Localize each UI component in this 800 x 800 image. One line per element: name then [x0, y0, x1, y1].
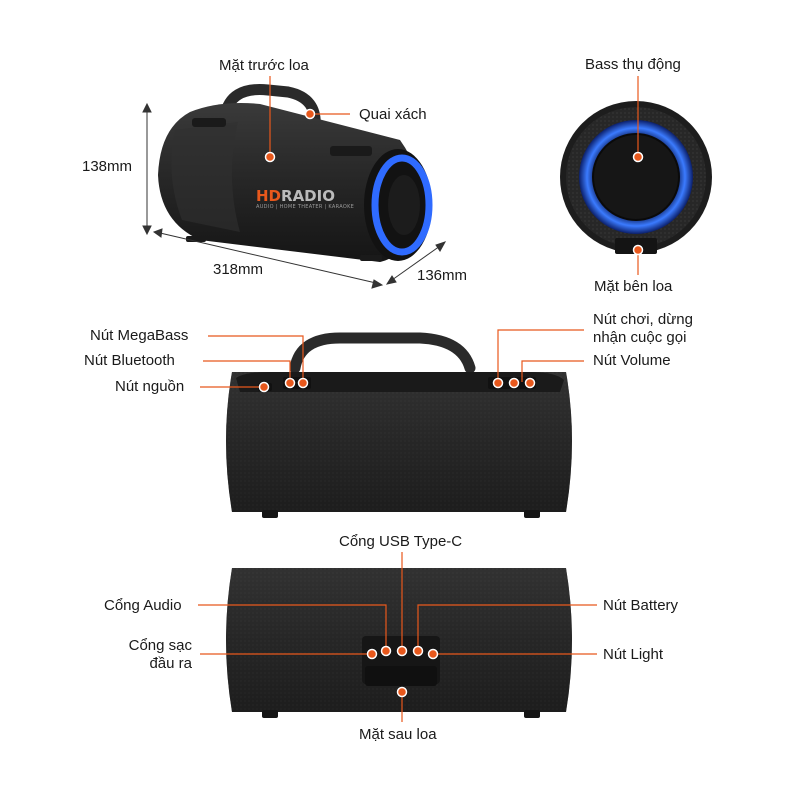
- speaker-side-view: [560, 101, 712, 254]
- megabass-dot: [297, 377, 309, 389]
- callout-lines: [198, 76, 639, 722]
- label-light: Nút Light: [603, 646, 664, 663]
- label-audio: Cổng Audio: [104, 597, 182, 614]
- audio-dot: [380, 645, 392, 657]
- label-height: 138mm: [82, 158, 133, 175]
- speaker-back-view: [226, 568, 572, 718]
- top-handle: [289, 332, 476, 374]
- label-length: 318mm: [213, 261, 264, 278]
- label-handle: Quai xách: [359, 106, 427, 123]
- label-passive-bass: Bass thụ động: [585, 56, 681, 73]
- label-usb: Cổng USB Type-C: [339, 533, 463, 550]
- handle-dot: [304, 108, 316, 120]
- bluetooth-dot: [284, 377, 296, 389]
- charge-dot: [366, 648, 378, 660]
- watermark: HDRADIO AUDIO | HOME THEATER | KARAOKE: [256, 186, 354, 210]
- label-charge-line2: đầu ra: [149, 655, 192, 672]
- label-play-line2: nhận cuộc gọi: [593, 329, 687, 346]
- front-dot: [264, 151, 276, 163]
- play-dot: [492, 377, 504, 389]
- watermark-radio: RADIO: [281, 187, 335, 205]
- label-side: Mặt bên loa: [594, 278, 673, 295]
- label-power: Nút nguồn: [115, 378, 185, 395]
- passive-bass-dot: [632, 151, 644, 163]
- label-megabass: Nút MegaBass: [90, 327, 189, 344]
- dimension-lines: [142, 102, 447, 289]
- speaker-top-view: [226, 332, 572, 518]
- label-bluetooth: Nút Bluetooth: [84, 352, 175, 369]
- watermark-hd: HD: [256, 187, 282, 205]
- label-charge-line1: Cổng sạc: [128, 637, 192, 654]
- light-dot: [427, 648, 439, 660]
- battery-dot: [412, 645, 424, 657]
- callout-dots: [258, 108, 644, 698]
- watermark-tagline: AUDIO | HOME THEATER | KARAOKE: [256, 204, 355, 210]
- volume-plus-dot: [524, 377, 536, 389]
- label-volume: Nút Volume: [593, 352, 671, 369]
- speaker-iso-view: [158, 84, 433, 262]
- label-front: Mặt trước loa: [219, 57, 309, 74]
- label-play-line1: Nút chơi, dừng: [593, 311, 693, 328]
- power-dot: [258, 381, 270, 393]
- volume-minus-dot: [508, 377, 520, 389]
- label-depth: 136mm: [417, 267, 468, 284]
- usb-dot: [396, 645, 408, 657]
- back-dot: [396, 686, 408, 698]
- side-dot: [632, 244, 644, 256]
- passive-bass-radiator: [592, 133, 680, 221]
- label-back: Mặt sau loa: [359, 726, 437, 743]
- label-battery: Nút Battery: [603, 597, 679, 614]
- iso-blue-ring: [371, 154, 433, 256]
